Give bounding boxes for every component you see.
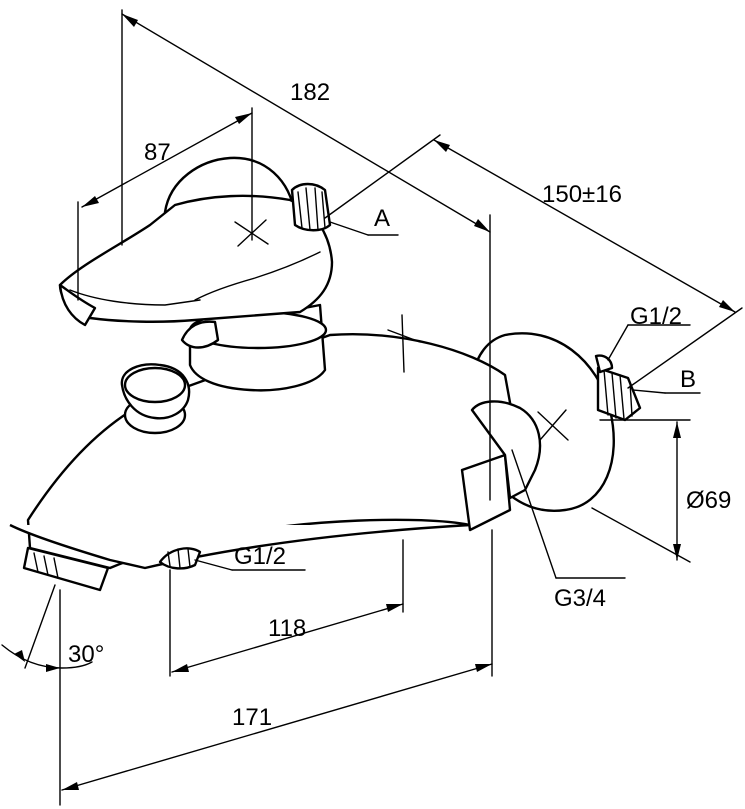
label-g12-bottom: G1/2 (234, 543, 286, 570)
bottom-outlet (158, 547, 202, 570)
leader-b (632, 389, 701, 394)
spout-body (9, 333, 542, 570)
dim-69-label: Ø69 (686, 487, 731, 514)
dim-87-label: 87 (144, 139, 171, 166)
label-g34: G3/4 (554, 585, 606, 612)
leader-g12-bottom (194, 559, 306, 571)
diverter-knob (120, 363, 191, 435)
cartridge-housing (180, 303, 328, 392)
dim-118 (169, 539, 404, 677)
dim-118-label: 118 (268, 615, 306, 642)
label-a: A (374, 205, 390, 232)
dim-angle-30 (1, 584, 93, 672)
dim-87 (77, 107, 253, 301)
wall-connector-fitting (594, 354, 642, 422)
lever-handle (58, 194, 334, 327)
supply-fitting-a (290, 182, 332, 232)
dim-150 (324, 134, 743, 389)
dim-diameter-69 (591, 419, 691, 563)
dim-30-label: 30° (68, 641, 104, 668)
label-b: B (680, 366, 696, 393)
dim-182-label: 182 (290, 79, 330, 106)
leader-g34 (511, 449, 626, 579)
dim-171-label: 171 (232, 704, 272, 731)
dim-150-label: 150±16 (542, 181, 622, 208)
dim-182 (121, 9, 491, 501)
dim-171 (59, 529, 493, 806)
aerator (22, 546, 110, 592)
leader-g12-top (607, 324, 691, 361)
label-g12-top: G1/2 (630, 303, 682, 330)
leader-a (329, 221, 399, 236)
